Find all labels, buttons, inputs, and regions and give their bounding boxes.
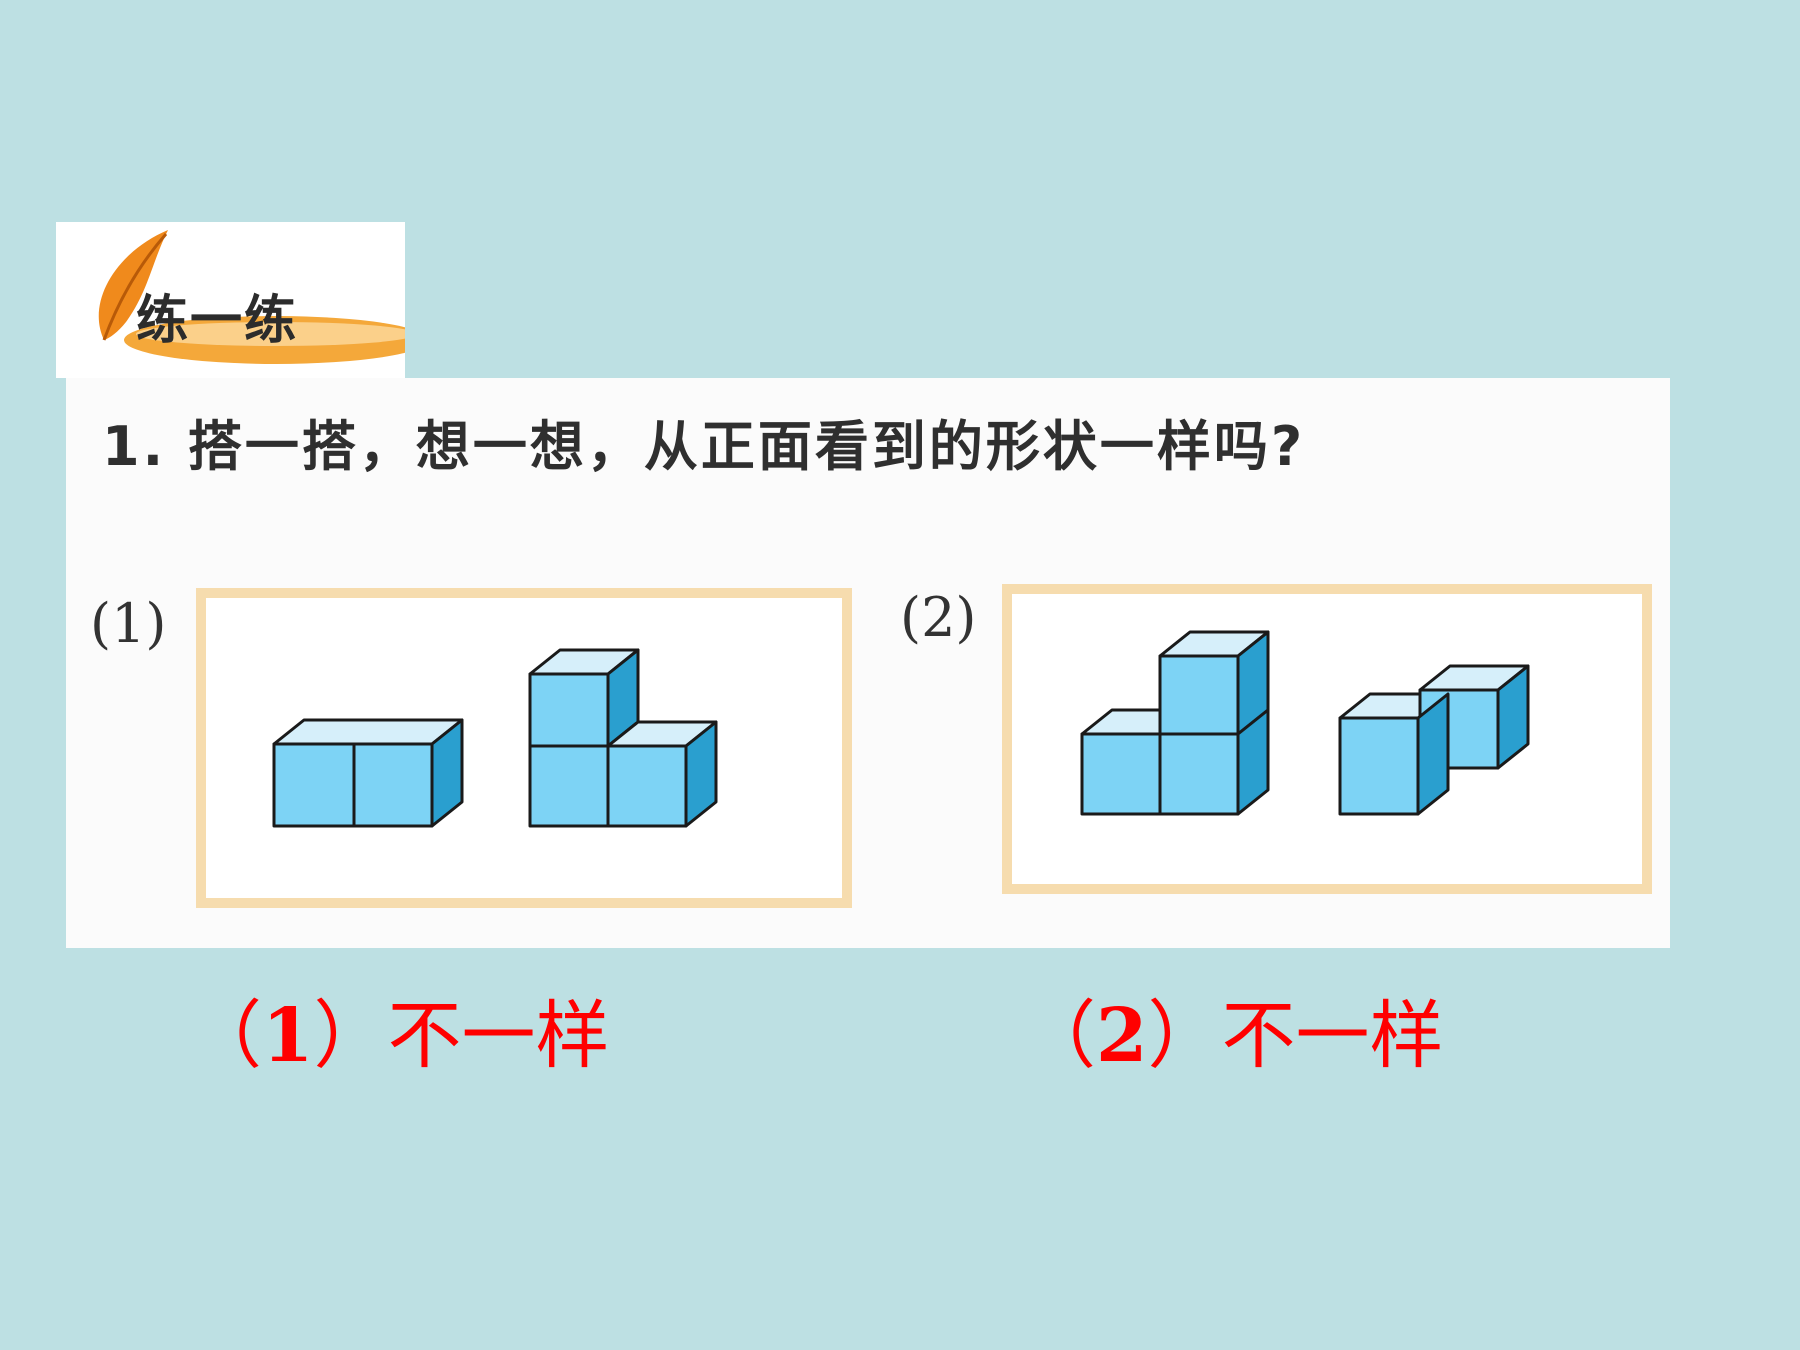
figure-2-cubes: [1080, 630, 1530, 816]
question-text: 1. 搭一搭，想一想，从正面看到的形状一样吗?: [102, 415, 1306, 478]
answer-1-text: 不一样: [387, 993, 610, 1079]
answer-1: （1）不一样: [188, 976, 610, 1083]
answer-1-number: 1: [262, 993, 314, 1079]
answer-2-number: 2: [1096, 993, 1148, 1079]
feather-icon: [98, 230, 405, 364]
answer-1-close: ）: [313, 993, 388, 1079]
figure-1-cubes: [272, 648, 718, 828]
figure-2-label: (2): [900, 586, 977, 649]
answer-1-open: （: [188, 993, 262, 1079]
answer-2-close: ）: [1147, 993, 1222, 1079]
answer-2: （2）不一样: [1022, 976, 1444, 1083]
practice-badge: 练一练: [56, 222, 405, 378]
figure-1-frame: [196, 588, 852, 908]
answer-2-open: （: [1022, 993, 1096, 1079]
figure-2-frame: [1002, 584, 1652, 894]
answer-2-text: 不一样: [1221, 993, 1444, 1079]
exercise-panel: 1. 搭一搭，想一想，从正面看到的形状一样吗? (1) (2): [66, 378, 1670, 948]
badge-label: 练一练: [136, 291, 299, 351]
figure-1-label: (1): [90, 592, 167, 655]
